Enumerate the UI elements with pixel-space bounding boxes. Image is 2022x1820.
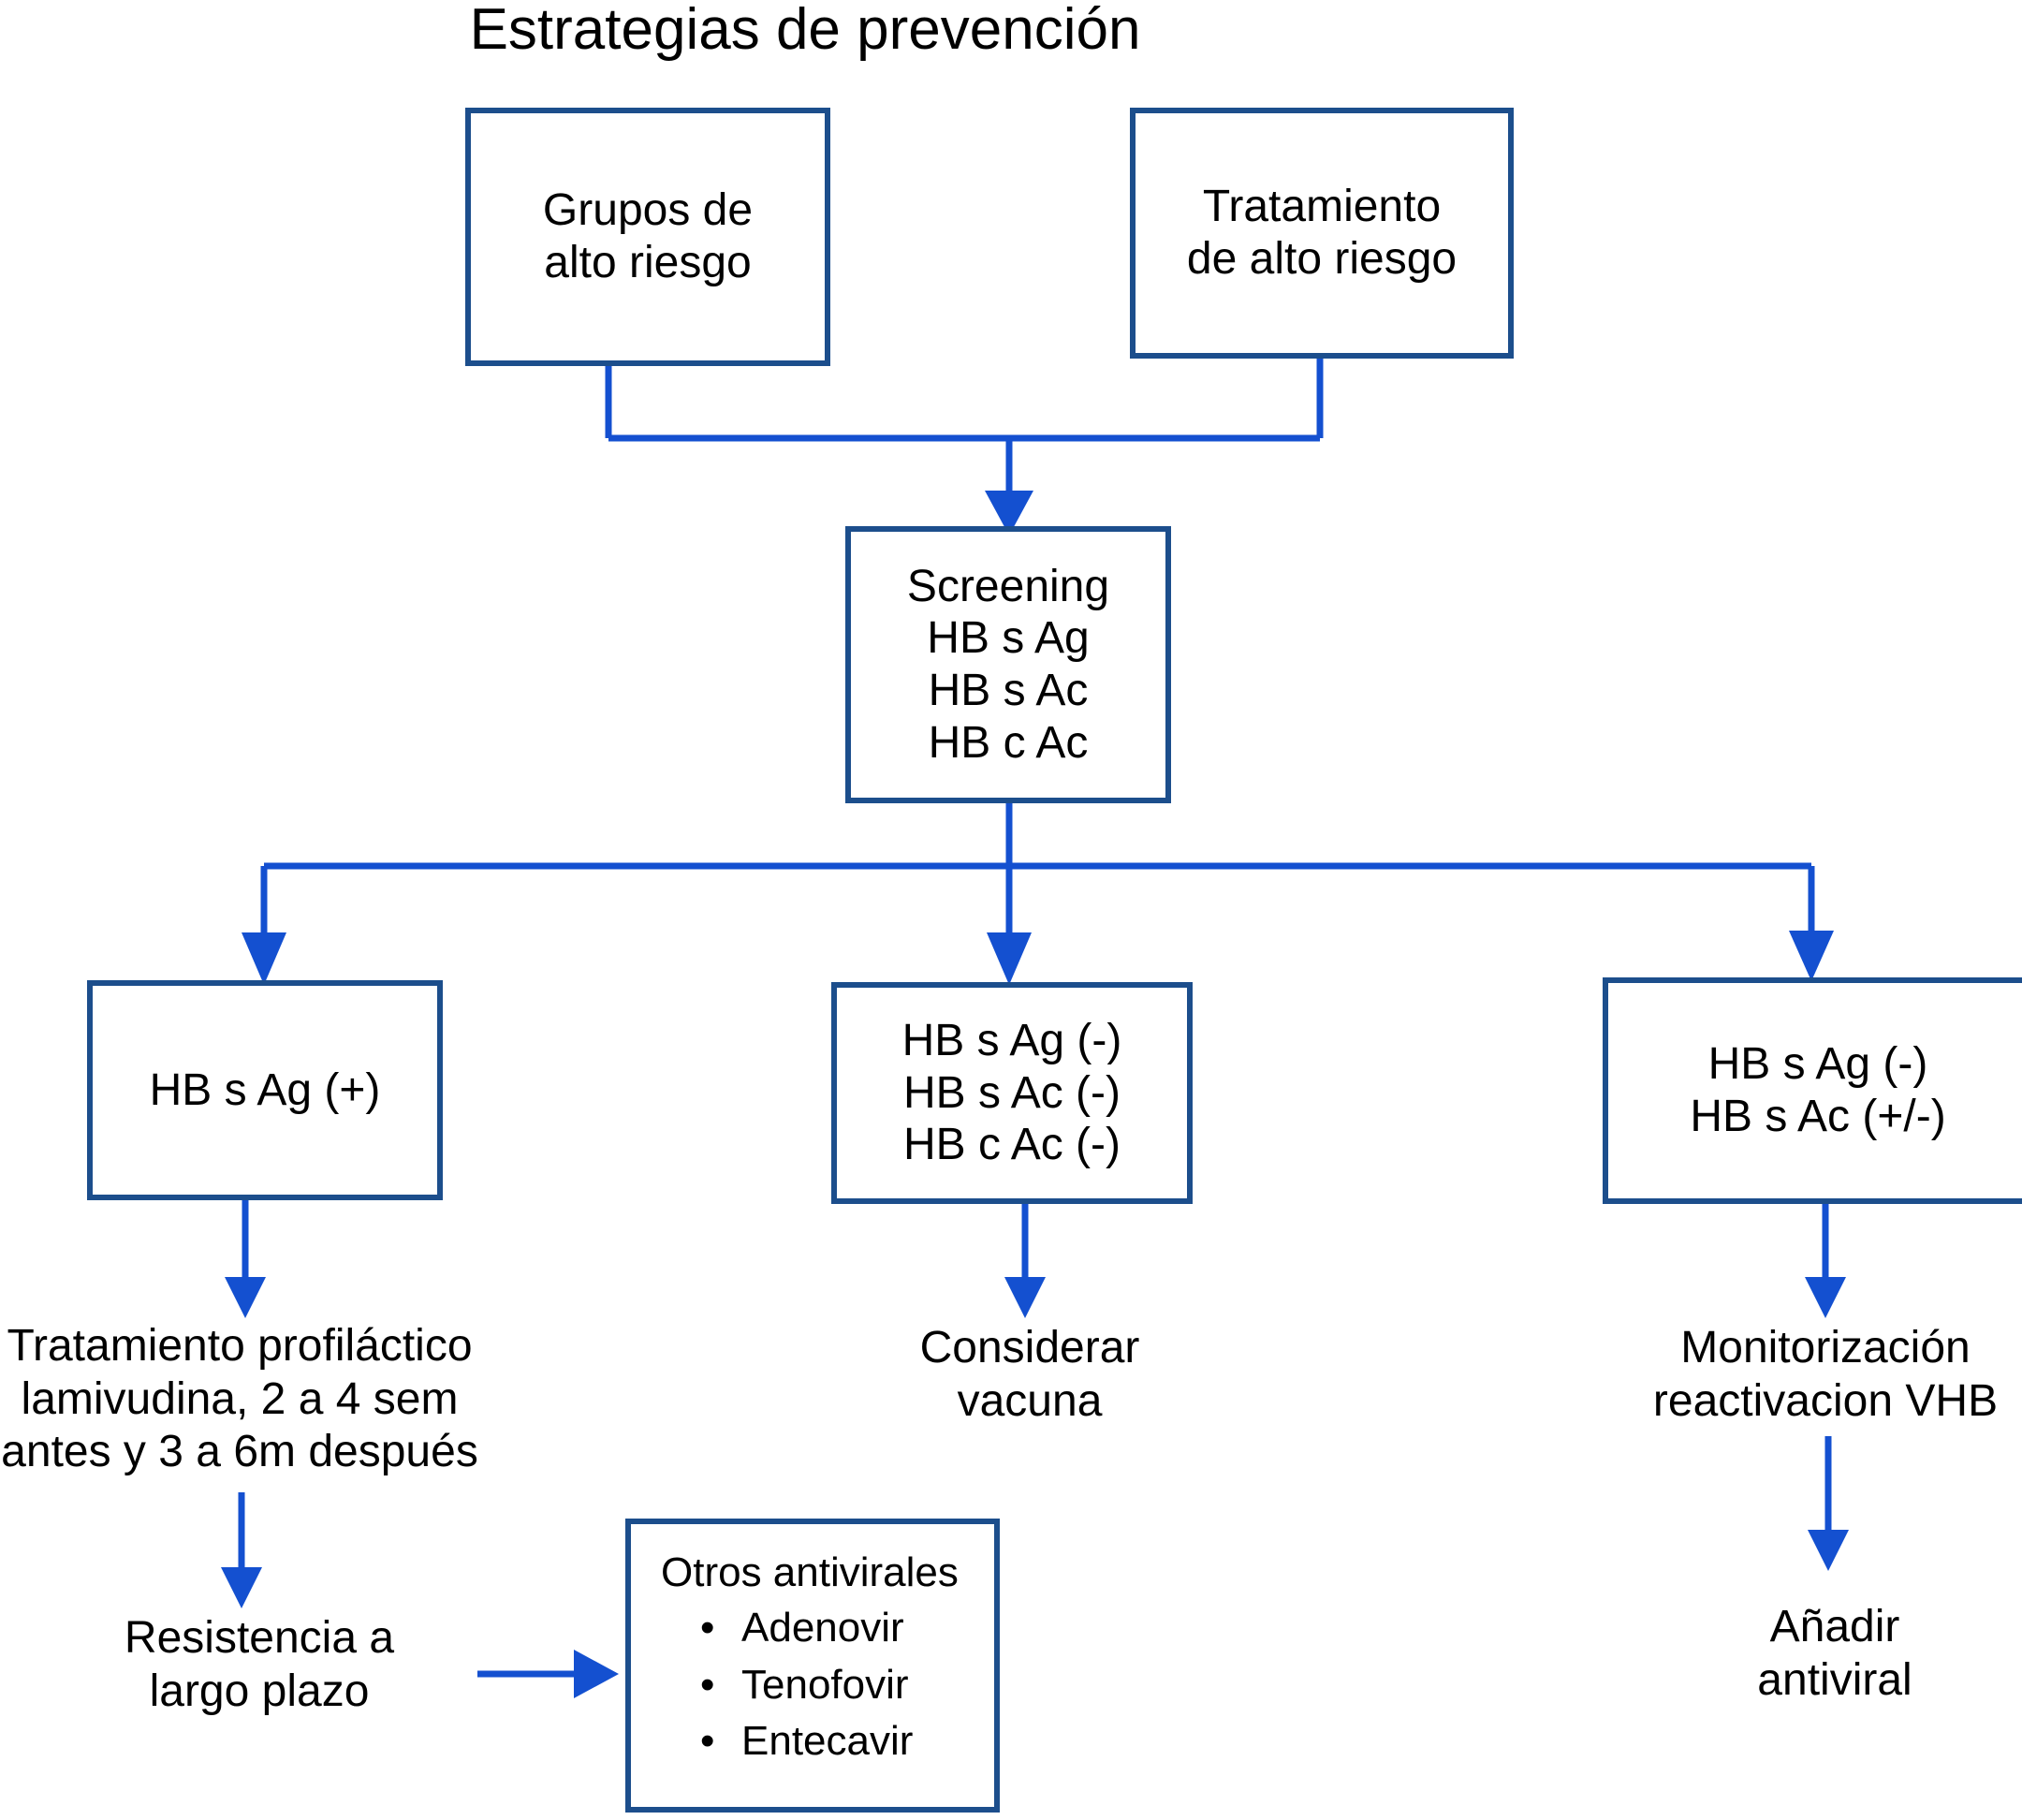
node-line: Grupos de [542, 185, 754, 236]
node-high-risk-treatment[interactable]: Tratamiento de alto riesgo [1130, 108, 1514, 359]
node-line: Screening [906, 561, 1110, 611]
label-consider-vaccine: Considerar vacuna [919, 1323, 1140, 1426]
arrowhead-hbsacmixed [1789, 931, 1834, 981]
node-line: HB s Ac [928, 666, 1089, 715]
list-item: • Adenovir [700, 1600, 913, 1657]
other-antivirals-list: • Adenovir • Tenofovir • Entecavir [655, 1600, 913, 1770]
node-line: HB s Ac (+/-) [1690, 1092, 1946, 1141]
bullet-icon: • [700, 1605, 715, 1651]
node-line: HB s Ag (-) [1707, 1039, 1928, 1090]
arrowhead-hbsagpos [242, 932, 286, 985]
arrowhead-antivirals [574, 1650, 619, 1698]
node-line: alto riesgo [544, 238, 752, 287]
node-line: de alto riesgo [1186, 234, 1458, 284]
bullet-icon: • [700, 1661, 715, 1708]
arrowhead-tripleneg [987, 932, 1032, 985]
node-triple-negative[interactable]: HB s Ag (-) HB s Ac (-) HB c Ac (-) [831, 982, 1193, 1204]
node-line: HB s Ac (-) [902, 1067, 1121, 1118]
node-line: HB s Ag [927, 613, 1090, 664]
arrowhead-monitoring [1805, 1277, 1846, 1318]
list-item-label: Tenofovir [741, 1661, 909, 1708]
node-other-antivirals[interactable]: Otros antivirales • Adenovir • Tenofovir… [625, 1519, 1000, 1813]
list-item: • Tenofovir [700, 1657, 913, 1714]
label-add-antiviral: Añadir antiviral [1757, 1602, 1912, 1705]
node-hbsag-positive[interactable]: HB s Ag (+) [87, 980, 443, 1200]
bullet-icon: • [700, 1718, 715, 1765]
arrowhead-prophylaxis [225, 1277, 266, 1318]
list-item: • Entecavir [700, 1713, 914, 1770]
list-item-label: Entecavir [741, 1718, 914, 1765]
node-line: Tratamiento [1202, 182, 1442, 232]
label-monitoring-reactivation: Monitorización reactivacion VHB [1652, 1323, 1999, 1426]
list-item-label: Adenovir [741, 1605, 904, 1651]
label-prophylactic-treatment: Tratamiento profiláctico lamivudina, 2 a… [1, 1321, 478, 1477]
other-antivirals-heading: Otros antivirales [661, 1549, 959, 1595]
node-line: HB c Ac (-) [902, 1120, 1121, 1170]
node-line: HB s Ag (+) [149, 1064, 381, 1115]
node-hbsac-mixed[interactable]: HB s Ag (-) HB s Ac (+/-) [1603, 977, 2022, 1204]
arrowhead-add-antiviral [1808, 1530, 1849, 1571]
arrowhead-resistance [221, 1567, 262, 1608]
arrowhead-vaccine [1004, 1277, 1046, 1318]
node-line: HB s Ag (-) [901, 1015, 1122, 1065]
label-long-term-resistance: Resistencia a largo plazo [124, 1613, 395, 1716]
node-screening[interactable]: Screening HB s Ag HB s Ac HB c Ac [845, 526, 1171, 803]
page-title: Estrategias de prevención [469, 0, 1141, 62]
node-high-risk-groups[interactable]: Grupos de alto riesgo [465, 108, 830, 366]
node-line: HB c Ac [928, 717, 1089, 768]
